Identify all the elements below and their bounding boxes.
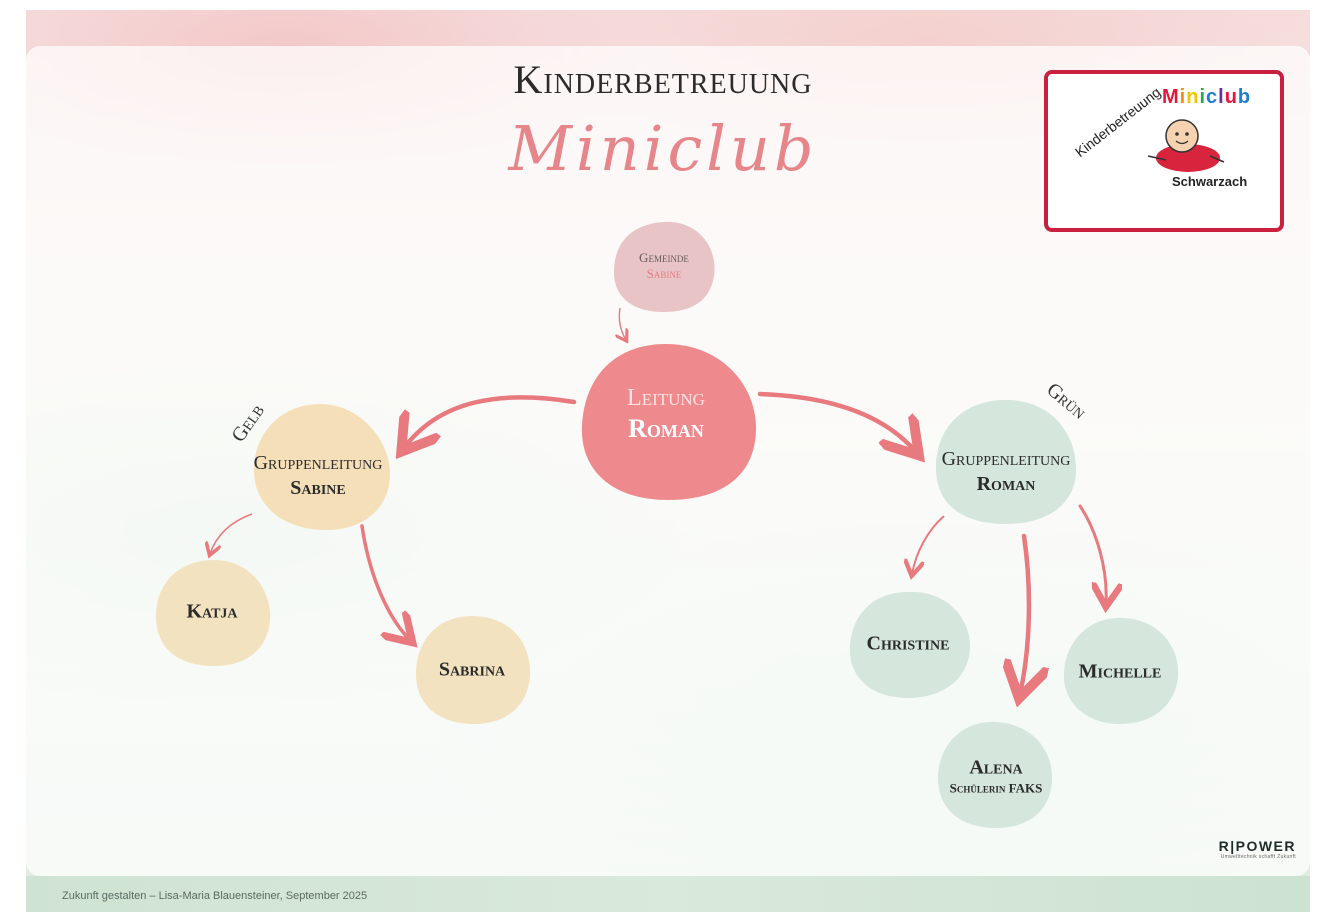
arrow-green-to-alena [1020,533,1029,694]
node-alena-note: Schülerin FAKS [949,780,1043,796]
node-lead-name: Roman [628,413,704,443]
node-municipality: Gemeinde Sabine [639,250,689,283]
footer-credit: Zukunft gestalten – Lisa-Maria Blauenste… [62,890,368,902]
page-title: Kinderbetreuung [513,57,813,102]
node-yellow-lead-name: Sabine [290,477,346,499]
node-michelle: Michelle [1078,660,1162,683]
node-alena-name: Alena [969,756,1023,779]
arrow-municipality-to-lead [619,307,626,340]
node-lead: Leitung Roman [627,383,705,446]
node-municipality-name: Sabine [646,266,682,281]
node-green-lead: Gruppenleitung Roman [942,447,1071,497]
node-blob-katja [156,560,271,666]
node-blob-lead [581,344,756,500]
node-blob-municipality [614,221,715,312]
node-blob-yellow-lead [254,404,390,530]
node-sabrina: Sabrina [438,658,506,681]
footer-band [26,876,1310,912]
node-municipality-role: Gemeinde [639,249,689,265]
arrow-green-to-michelle [1078,504,1106,604]
rpower-brand: R|POWER Umwelttechnik schafft Zukunft [1200,838,1296,860]
node-yellow-lead: Gruppenleitung Sabine [254,451,383,501]
node-christine: Christine [866,632,950,655]
arrow-lead-to-green [757,391,916,452]
brand-name: R|POWER [1218,838,1296,854]
arrow-yellow-to-katja [210,513,253,554]
node-katja: Katja [186,600,238,623]
node-blob-alena [938,721,1053,828]
logo-text-place: Schwarzach [1172,174,1248,189]
node-alena: Alena Schülerin FAKS [950,755,1043,796]
node-blob-green-lead [936,399,1077,524]
brand-tagline: Umwelttechnik schafft Zukunft [1220,854,1296,860]
node-green-lead-role: Gruppenleitung [941,448,1071,470]
node-yellow-lead-role: Gruppenleitung [253,452,383,474]
arrow-green-to-christine [912,515,945,574]
miniclub-logo: Kinderbetreuung Miniclub Schwarzach [1044,70,1284,232]
node-blob-michelle [1063,617,1179,724]
node-green-lead-name: Roman [976,473,1036,495]
arrow-yellow-to-sabrina [360,524,410,640]
page-subtitle: Miniclub [508,112,818,185]
node-blob-sabrina [416,616,530,724]
arrow-lead-to-yellow [404,395,577,448]
baby-illustration-icon [1147,119,1225,172]
logo-text-miniclub: Miniclub [1162,86,1252,108]
node-blob-christine [849,591,970,698]
node-lead-role: Leitung [627,384,705,411]
